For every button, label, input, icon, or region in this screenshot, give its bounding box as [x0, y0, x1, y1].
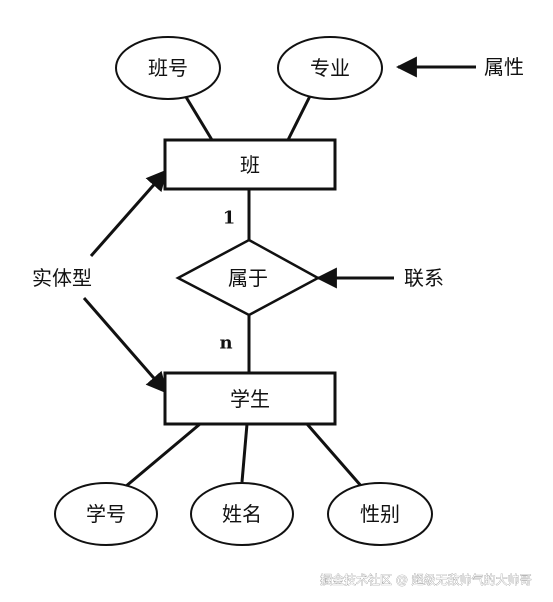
- link-major-class: [286, 91, 314, 141]
- annotation-entity-type: 实体型: [32, 266, 92, 290]
- attribute-student-no-label: 学号: [86, 502, 126, 526]
- attribute-gender-label: 性别: [360, 502, 400, 526]
- attribute-major-label: 专业: [310, 56, 350, 80]
- annotation-relation: 联系: [404, 266, 444, 290]
- attribute-student-no: [54, 482, 158, 546]
- cardinality-many: n: [219, 333, 232, 354]
- relationship-label: 属于: [228, 266, 268, 290]
- arrow-entity-class: [89, 169, 168, 257]
- entity-student: [163, 371, 337, 426]
- link-student-gender: [305, 423, 364, 488]
- entity-class: [163, 138, 337, 191]
- attribute-name: [190, 482, 294, 546]
- relationship-belongs: [175, 238, 321, 317]
- attribute-major: [277, 36, 383, 100]
- link-student-name: [240, 423, 249, 483]
- attribute-name-label: 姓名: [222, 502, 262, 526]
- link-classno-class: [181, 91, 214, 141]
- cardinality-one: 1: [223, 208, 236, 229]
- link-student-studentno: [124, 422, 201, 489]
- watermark: 掘金技术社区 @ 超级无敌帅气的大帅哥: [320, 572, 532, 587]
- arrow-entity-student: [82, 297, 168, 394]
- attribute-class-no: [115, 36, 221, 100]
- annotation-attribute: 属性: [484, 55, 524, 79]
- attribute-gender: [327, 482, 433, 546]
- attribute-class-no-label: 班号: [148, 56, 188, 80]
- entity-class-label: 班: [240, 153, 260, 177]
- entity-student-label: 学生: [230, 387, 270, 411]
